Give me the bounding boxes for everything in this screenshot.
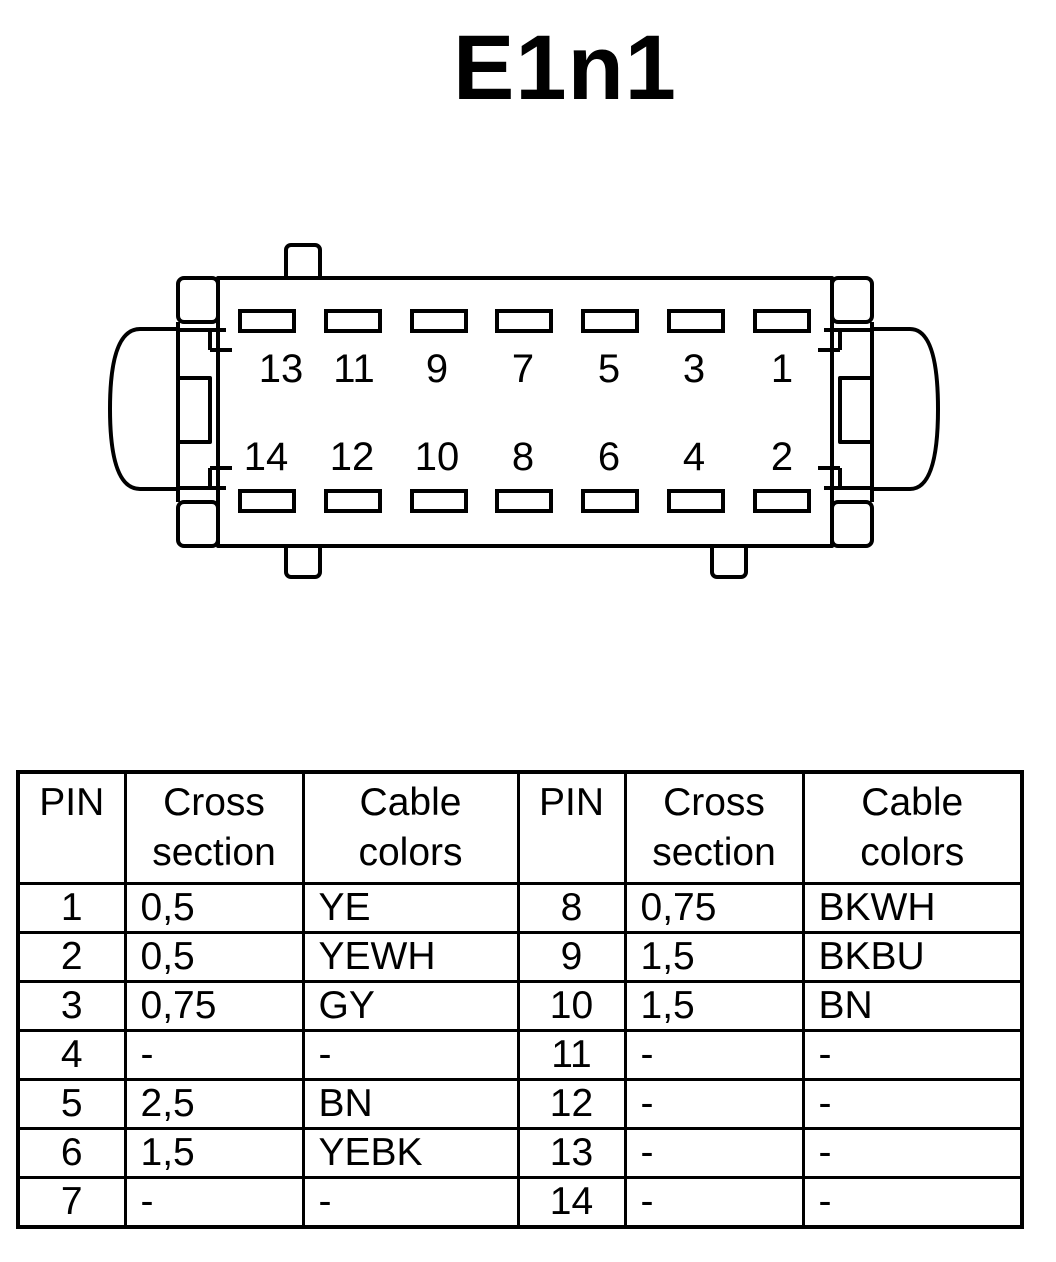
cable-color-cell: BKBU (801, 931, 1024, 983)
cross-section-cell: 1,5 (623, 931, 805, 983)
diagram-title: E1n1 (453, 17, 677, 119)
pin-cell: 9 (516, 931, 627, 983)
pin-cell: 11 (516, 1029, 627, 1081)
pin-cell: 7 (16, 1176, 127, 1229)
pin-label: 2 (771, 435, 793, 479)
pin-cell: 10 (516, 980, 627, 1032)
pin-slot-4 (667, 489, 725, 513)
pin-slot-12 (324, 489, 382, 513)
pin-label: 10 (415, 435, 460, 479)
cable-color-cell: YEBK (301, 1127, 520, 1179)
table-row: 4 - - 11 - - (16, 1029, 1024, 1081)
pin-cell: 8 (516, 882, 627, 934)
bottom-key-tab-right (710, 541, 748, 579)
header-pin: PIN (16, 770, 127, 885)
corner-block-bottom-right (830, 500, 874, 548)
pin-slot-13 (238, 309, 296, 333)
cross-section-cell: 0,75 (623, 882, 805, 934)
cross-section-cell: - (623, 1127, 805, 1179)
cable-color-cell: GY (301, 980, 520, 1032)
pin-slot-10 (410, 489, 468, 513)
pin-slot-2 (753, 489, 811, 513)
pin-cell: 4 (16, 1029, 127, 1081)
pin-slot-11 (324, 309, 382, 333)
pin-slot-3 (667, 309, 725, 333)
pin-slot-6 (581, 489, 639, 513)
corner-block-top-left (176, 276, 220, 324)
cable-color-cell: - (301, 1176, 520, 1229)
right-inner-slot (838, 376, 874, 444)
cable-color-cell: - (801, 1176, 1024, 1229)
pin-label: 5 (598, 347, 620, 391)
pin-cell: 14 (516, 1176, 627, 1229)
pin-cell: 2 (16, 931, 127, 983)
connector-diagram: 13 11 9 7 5 3 1 14 12 10 8 6 4 2 (108, 243, 940, 579)
pin-slot-9 (410, 309, 468, 333)
cable-color-cell: YEWH (301, 931, 520, 983)
table-row: 6 1,5 YEBK 13 - - (16, 1127, 1024, 1179)
pin-slot-1 (753, 309, 811, 333)
pin-slot-5 (581, 309, 639, 333)
pin-cell: 1 (16, 882, 127, 934)
pin-slot-7 (495, 309, 553, 333)
pin-label: 11 (333, 347, 375, 391)
right-latch (872, 327, 940, 491)
cross-section-cell: 2,5 (123, 1078, 305, 1130)
pin-label: 4 (683, 435, 705, 479)
cable-color-cell: - (801, 1127, 1024, 1179)
cable-color-cell: BKWH (801, 882, 1024, 934)
cross-section-cell: 1,5 (123, 1127, 305, 1179)
bottom-key-tab-left (284, 541, 322, 579)
pin-slot-8 (495, 489, 553, 513)
corner-block-bottom-left (176, 500, 220, 548)
pin-label: 13 (259, 347, 304, 391)
pin-cell: 6 (16, 1127, 127, 1179)
pin-cell: 12 (516, 1078, 627, 1130)
cross-section-cell: 1,5 (623, 980, 805, 1032)
pin-label: 14 (244, 435, 289, 479)
cable-color-cell: - (801, 1029, 1024, 1081)
cable-color-cell: YE (301, 882, 520, 934)
header-pin: PIN (516, 770, 627, 885)
table-row: 3 0,75 GY 10 1,5 BN (16, 980, 1024, 1032)
cross-section-cell: - (123, 1176, 305, 1229)
cable-color-cell: - (301, 1029, 520, 1081)
cross-section-cell: 0,5 (123, 882, 305, 934)
cross-section-cell: 0,75 (123, 980, 305, 1032)
table-row: 7 - - 14 - - (16, 1176, 1024, 1229)
left-latch (108, 327, 178, 491)
cross-section-cell: - (623, 1078, 805, 1130)
pin-cell: 13 (516, 1127, 627, 1179)
cable-color-cell: BN (301, 1078, 520, 1130)
cross-section-cell: - (623, 1029, 805, 1081)
table-row: 2 0,5 YEWH 9 1,5 BKBU (16, 931, 1024, 983)
pin-label: 6 (598, 435, 620, 479)
corner-block-top-right (830, 276, 874, 324)
cross-section-cell: - (123, 1029, 305, 1081)
table-row: 5 2,5 BN 12 - - (16, 1078, 1024, 1130)
left-inner-slot (176, 376, 212, 444)
pin-label: 9 (426, 347, 448, 391)
pin-cell: 5 (16, 1078, 127, 1130)
pin-label: 8 (512, 435, 534, 479)
cable-color-cell: BN (801, 980, 1024, 1032)
pin-label: 1 (771, 347, 793, 391)
cross-section-cell: 0,5 (123, 931, 305, 983)
pin-cell: 3 (16, 980, 127, 1032)
pin-slot-14 (238, 489, 296, 513)
pin-label: 12 (330, 435, 375, 479)
pin-label: 3 (683, 347, 705, 391)
table-row: 1 0,5 YE 8 0,75 BKWH (16, 882, 1024, 934)
cable-color-cell: - (801, 1078, 1024, 1130)
cross-section-cell: - (623, 1176, 805, 1229)
pin-label: 7 (512, 347, 534, 391)
